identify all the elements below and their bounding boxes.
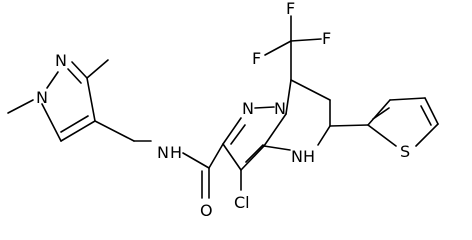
bond-c4-c5	[60, 120, 96, 142]
thiophene-ring: S	[329, 97, 439, 161]
amide-nitrogen-label: N	[157, 143, 169, 162]
bond-nh-carbonyl	[182, 152, 210, 169]
bond-methyl-n1	[7, 99, 34, 114]
pyrazole-n1-label: N	[36, 88, 48, 107]
bond-carbonyl-ring	[208, 143, 224, 169]
ring-nitrogen-label-b: N	[274, 99, 286, 118]
bond-c2-n1	[222, 117, 242, 145]
bond-c2-n1-double	[230, 124, 246, 145]
structure-canvas: F F F N N N H O Cl	[7, 0, 439, 220]
fluorine-label-top: F	[286, 0, 295, 18]
bond-c3a-nh	[263, 145, 291, 151]
trifluoromethyl-group: F F F	[252, 0, 331, 81]
dimethylpyrazole-ring: N N	[7, 51, 152, 142]
bond-n1-n7a	[254, 106, 275, 109]
bond-th-c2-c3	[367, 99, 391, 126]
bond-c5-nh	[317, 125, 331, 146]
pyrazole-n2-label: N	[55, 51, 67, 70]
molecule-drawing: F F F N N N H O Cl	[7, 0, 439, 220]
sulfur-label: S	[400, 142, 410, 161]
bond-c-f-right	[290, 38, 322, 42]
bond-n1-n2	[46, 71, 59, 89]
bond-c3-methyl	[86, 59, 109, 79]
fluorine-label-right: F	[322, 29, 331, 48]
bond-c5-thienyl	[329, 124, 369, 127]
ring-nh-label: NH	[291, 147, 315, 166]
bond-th-c2-s	[367, 124, 397, 147]
bond-th-c5-s	[415, 123, 439, 147]
carbonyl-oxygen-label: O	[200, 201, 213, 220]
bond-th-c2-c3-double	[372, 107, 390, 120]
amide-group: N H O	[157, 143, 224, 220]
bond-c7-c6	[290, 79, 331, 101]
fused-bicyclic-core: Cl N N NH	[222, 79, 331, 212]
bond-c5-n1	[41, 103, 62, 142]
bond-n2-c3-double	[67, 68, 82, 84]
bond-n2-c3	[71, 61, 88, 79]
bond-c3-c3a-inner	[245, 144, 264, 163]
amide-hydrogen-label: H	[170, 143, 182, 162]
bond-c4-ch2	[94, 120, 135, 142]
bond-th-c3-c4	[389, 97, 426, 101]
bond-c4-c5-double	[60, 115, 89, 133]
bond-c3-c4	[86, 77, 96, 122]
chlorine-label: Cl	[234, 193, 250, 212]
bond-th-c4-c5	[424, 97, 439, 125]
ring-nitrogen-label-a: N	[242, 99, 254, 118]
fluorine-label-left: F	[252, 49, 261, 68]
bond-n7a-c3a	[263, 113, 287, 147]
bond-c3-c3a	[240, 145, 265, 171]
bond-c-f-left	[264, 40, 292, 56]
bond-c2-c3	[222, 143, 242, 171]
bond-th-c4-c5-double	[420, 105, 432, 126]
bond-n7a-c7	[285, 79, 292, 115]
